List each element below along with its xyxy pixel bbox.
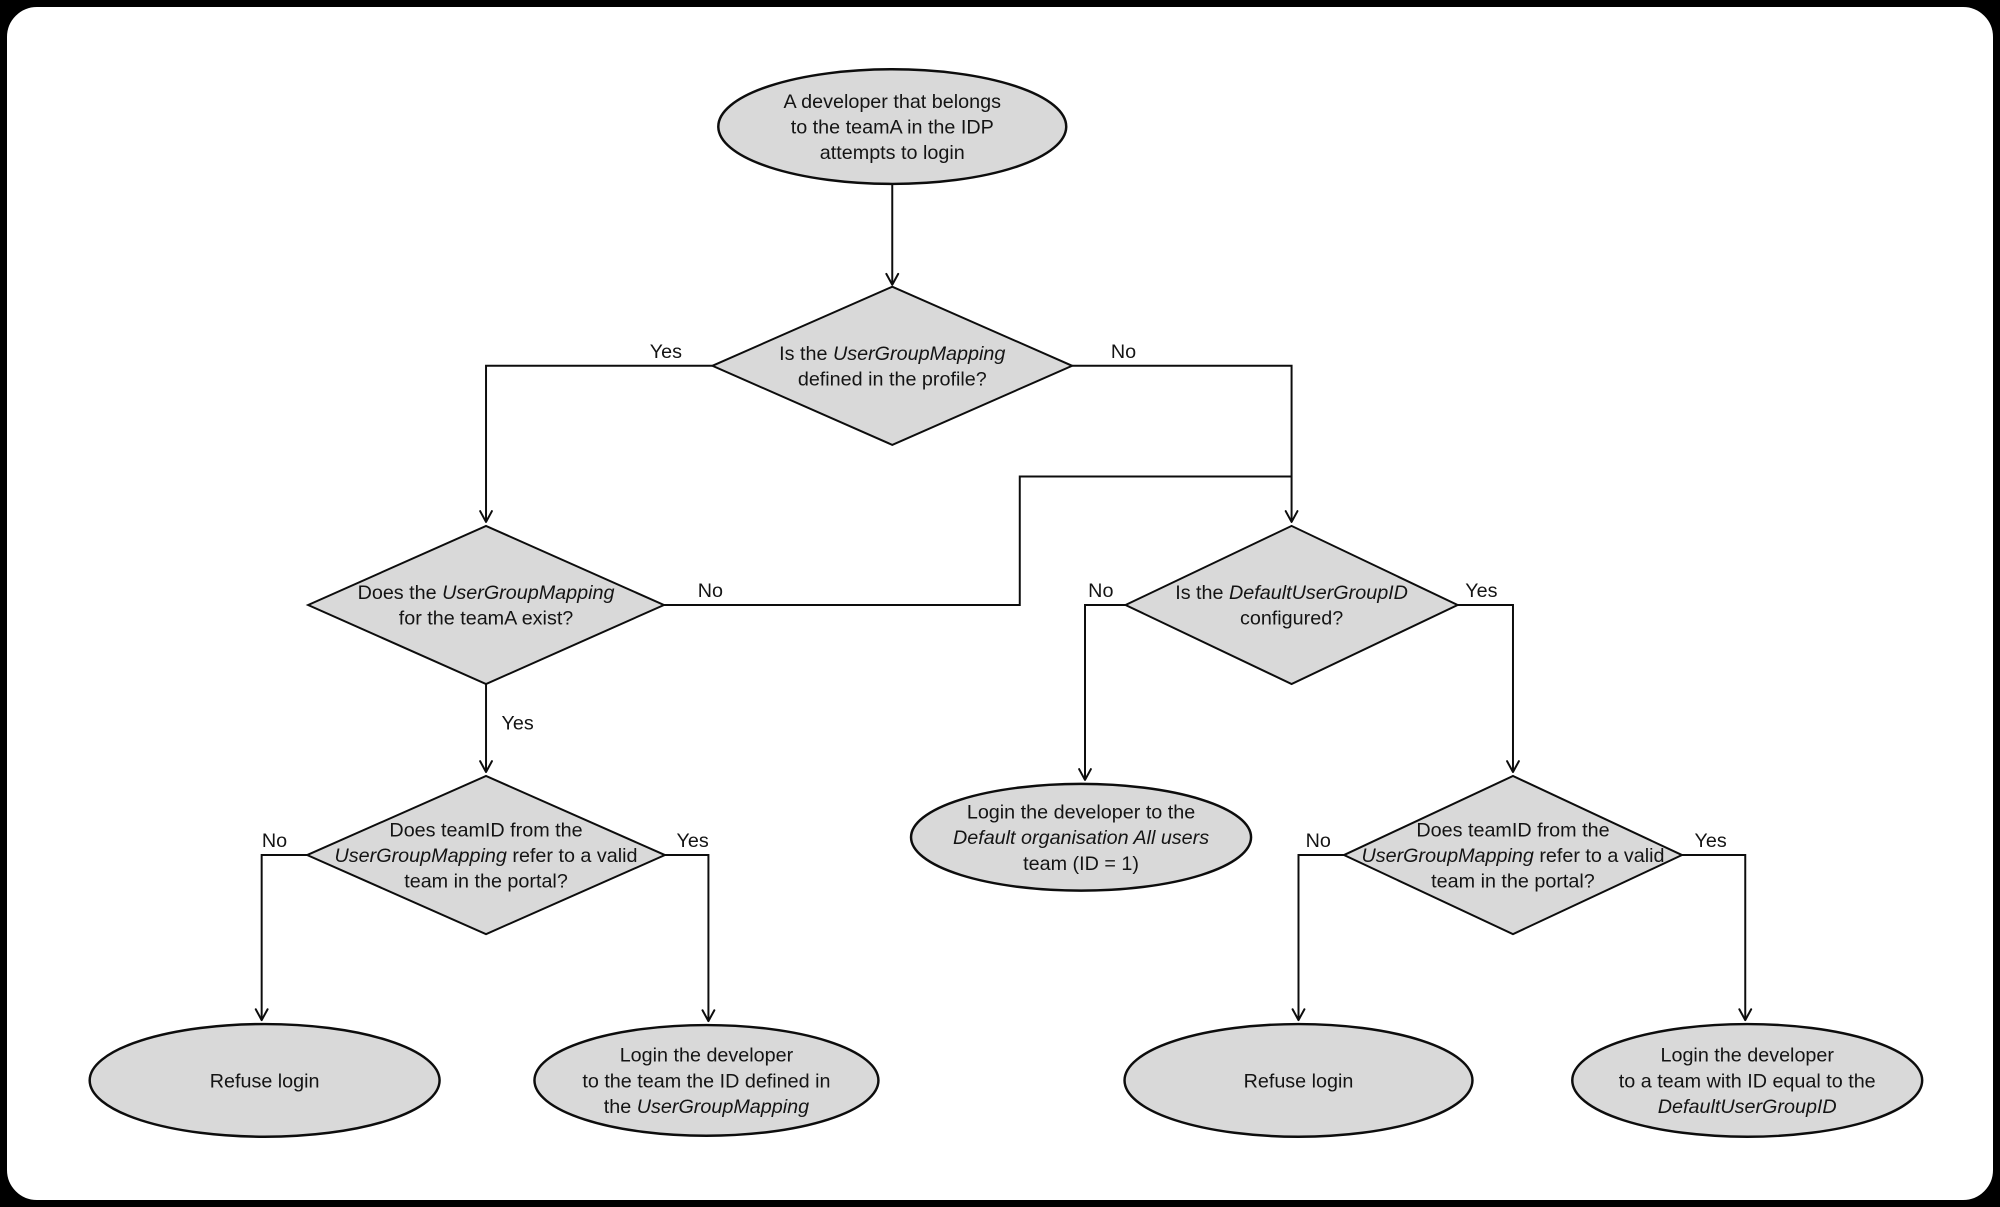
- refuse-login-left-ellipse-shape: [88, 1022, 441, 1138]
- is-defaultusergroupid-configured-diamond-shape: [1123, 524, 1460, 686]
- login-default-organisation-ellipse-shape: [909, 782, 1253, 892]
- edge-label-valid-left-yes: Yes: [676, 830, 708, 852]
- is-usergroupmapping-defined-diamond-shape: [709, 285, 1075, 446]
- login-defaultusergroupid-ellipse-shape: [1571, 1022, 1924, 1138]
- does-teamid-valid-left-diamond-shape: [304, 774, 668, 936]
- edge-label-valid-left-no: No: [262, 830, 287, 852]
- edge-configured-no: [1078, 603, 1126, 781]
- edge-exist-no-join: [663, 475, 1292, 606]
- edge-label-defined-no: No: [1111, 341, 1136, 363]
- edge-valid-left-no: [254, 854, 308, 1022]
- edge-defined-no: [1072, 364, 1299, 523]
- edge-label-valid-right-no: No: [1306, 830, 1331, 852]
- edge-valid-right-no: [1291, 854, 1344, 1022]
- node-refuse-login-left: Refuse login: [88, 1022, 441, 1138]
- refuse-login-right-ellipse-shape: [1123, 1022, 1474, 1138]
- edge-label-configured-yes: Yes: [1465, 580, 1497, 602]
- edge-valid-right-yes: [1681, 854, 1753, 1022]
- refuse-login-left-label: Refuse login: [210, 1070, 320, 1092]
- start-ellipse-shape: [717, 68, 1068, 186]
- refuse-login-right-label: Refuse login: [1244, 1070, 1354, 1092]
- node-refuse-login-right: Refuse login: [1123, 1022, 1474, 1138]
- does-usergroupmapping-for-teama-exist-diamond-shape: [305, 524, 667, 686]
- edge-label-exist-no: No: [698, 580, 723, 602]
- edge-configured-yes: [1457, 603, 1520, 774]
- edge-defined-yes: [479, 364, 713, 523]
- does-teamid-valid-right-diamond-shape: [1341, 774, 1685, 936]
- edge-label-exist-yes: Yes: [502, 713, 534, 735]
- edge-label-defined-yes: Yes: [650, 341, 682, 363]
- edge-label-configured-no: No: [1088, 580, 1113, 602]
- edge-label-valid-right-yes: Yes: [1695, 830, 1727, 852]
- login-team-id-defined-ellipse-shape: [533, 1023, 880, 1137]
- edge-valid-left-yes: [664, 854, 716, 1023]
